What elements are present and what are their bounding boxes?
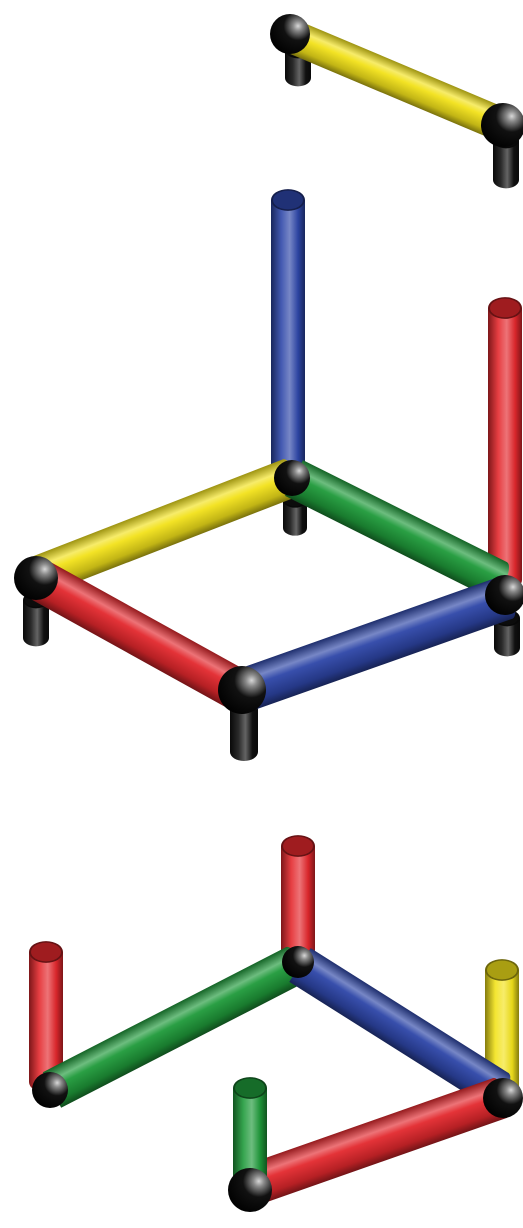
middle-post-blue	[271, 189, 305, 491]
middle-connector-left	[14, 556, 58, 600]
top-tube-yellow	[289, 22, 512, 142]
middle-tube-green	[285, 460, 513, 601]
top-connector-right	[481, 103, 523, 147]
bottom-connector-back	[282, 946, 314, 978]
bottom-connector-front	[228, 1168, 272, 1212]
middle-tube-yellow	[33, 457, 304, 594]
bottom-tube-red	[245, 1076, 514, 1205]
middle-post-red	[488, 297, 522, 591]
assembly-bottom	[29, 835, 523, 1212]
middle-tube-blue	[238, 575, 520, 711]
assembly-middle	[14, 189, 523, 761]
assembly-top	[270, 14, 523, 188]
middle-connector-back	[274, 460, 310, 496]
top-connector-left	[270, 14, 310, 54]
bottom-tube-green	[43, 944, 311, 1108]
bottom-post-red-back	[281, 835, 315, 961]
bottom-connector-right	[483, 1078, 523, 1118]
middle-connector-front	[218, 666, 266, 714]
bottom-connector-left	[32, 1072, 68, 1108]
